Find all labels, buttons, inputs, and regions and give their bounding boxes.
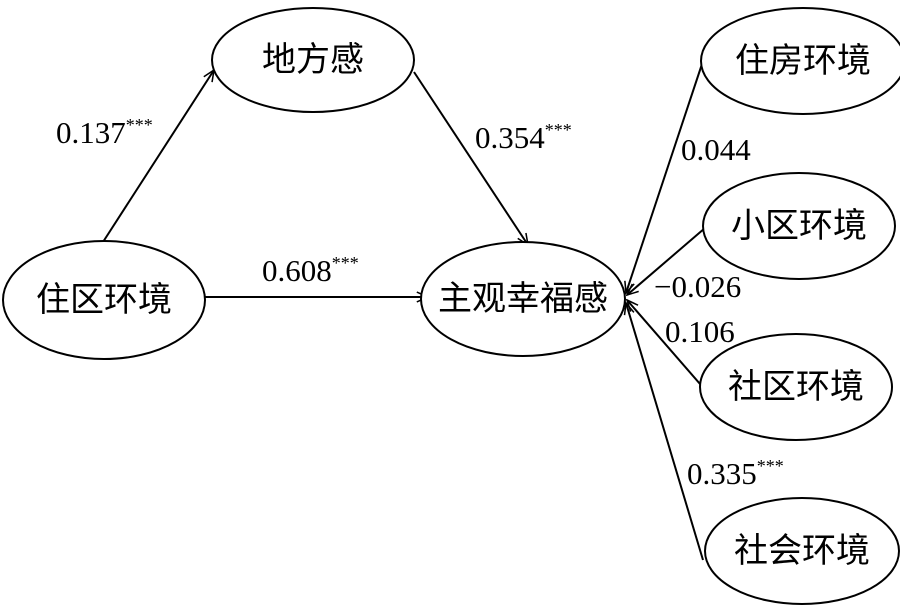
coef-place-to-wellbeing: 0.354*** [475, 120, 572, 155]
edge-community-to-place [102, 70, 214, 243]
edge-social-to-wellbeing [626, 303, 704, 561]
coef-communityenv-to-wellbeing: 0.106 [665, 314, 735, 349]
node-housing-environment-label: 住房环境 [735, 41, 871, 81]
node-housing-environment: 住房环境 [700, 7, 900, 115]
node-sense-of-place: 地方感 [211, 7, 415, 113]
coef-housing-to-wellbeing: 0.044 [681, 132, 751, 167]
coef-community-to-wellbeing: 0.608*** [262, 253, 359, 288]
edge-housing-to-wellbeing [626, 63, 703, 293]
node-neighborhood-environment-label: 小区环境 [731, 206, 867, 246]
coef-community-to-place: 0.137*** [56, 115, 153, 150]
node-sense-of-place-label: 地方感 [262, 40, 364, 80]
node-community-env-label: 社区环境 [728, 367, 864, 407]
coef-neighborhood-to-wellbeing: −0.026 [654, 269, 741, 304]
coef-social-to-wellbeing: 0.335*** [687, 456, 784, 491]
node-social-environment: 社会环境 [704, 497, 900, 605]
edge-communityenv-to-wellbeing [627, 300, 708, 393]
node-community-environment: 住区环境 [2, 240, 206, 360]
node-community-env: 社区环境 [699, 333, 893, 441]
node-social-environment-label: 社会环境 [734, 531, 870, 571]
node-subjective-wellbeing: 主观幸福感 [420, 241, 626, 357]
node-neighborhood-environment: 小区环境 [702, 172, 896, 280]
node-community-environment-label: 住区环境 [36, 280, 172, 320]
edge-neighborhood-to-wellbeing [627, 227, 706, 295]
edge-place-to-wellbeing [413, 71, 528, 245]
node-subjective-wellbeing-label: 主观幸福感 [438, 279, 608, 319]
